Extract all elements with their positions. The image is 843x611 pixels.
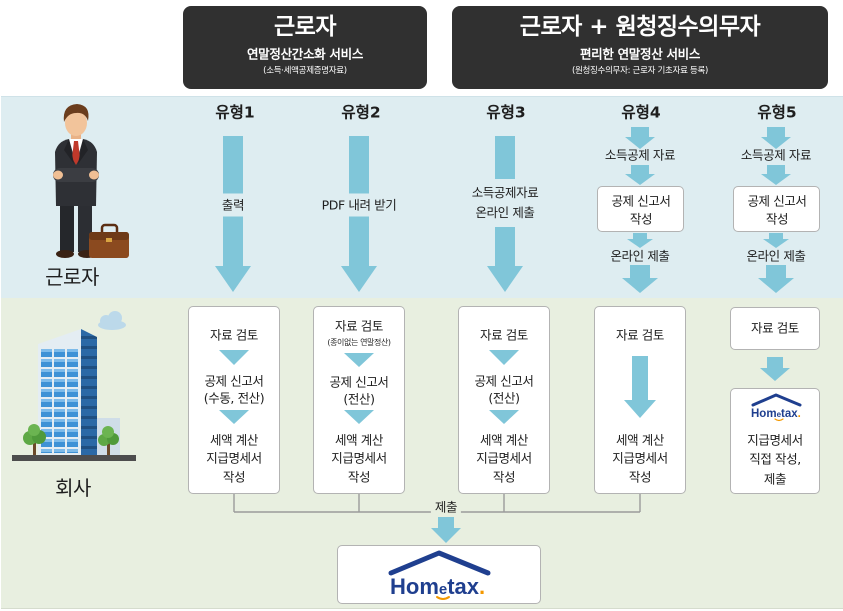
deduction-form-method: (전산) <box>488 391 519 406</box>
review-note: (종이없는 연말정산) <box>327 338 390 348</box>
review-step: 자료 검토 <box>751 321 799 336</box>
worker-form-line: 작성 <box>630 212 652 227</box>
hometax-destination-box <box>337 545 541 604</box>
company-review-box-type5: 자료 검토 <box>730 307 820 350</box>
deduction-form-step: 공제 신고서 <box>329 375 388 390</box>
worker-step-type1: 출력 <box>219 194 247 217</box>
result-line: 직접 작성, <box>749 452 801 467</box>
worker-submit-type5: 온라인 제출 <box>746 249 805 264</box>
result-line: 작성 <box>348 470 370 485</box>
type-label-4: 유형4 <box>621 104 660 123</box>
header-worker-agent-box: 근로자 + 원청징수의무자 편리한 연말정산 서비스 (원청징수의무자: 근로자… <box>452 6 828 89</box>
worker-form-box-type5: 공제 신고서 작성 <box>733 186 820 232</box>
header-worker-title: 근로자 <box>274 14 336 42</box>
review-step: 자료 검토 <box>210 328 258 343</box>
worker-step-line: 온라인 제출 <box>472 203 539 223</box>
result-line: 제출 <box>764 472 786 487</box>
review-step: 자료 검토 <box>616 328 664 343</box>
company-box-type1: 자료 검토 공제 신고서 (수동, 전산) 세액 계산 지급명세서 작성 <box>188 306 280 494</box>
worker-form-box-type4: 공제 신고서 작성 <box>597 186 684 232</box>
result-line: 지급명세서 <box>612 451 668 466</box>
result-line: 세액 계산 <box>616 433 664 448</box>
worker-form-line: 작성 <box>766 212 788 227</box>
deduction-form-step: 공제 신고서 <box>204 374 263 389</box>
header-worker-box: 근로자 연말정산간소화 서비스 (소득·세액공제증명자료) <box>183 6 427 89</box>
review-step: 자료 검토 <box>335 319 383 334</box>
type-label-5: 유형5 <box>757 104 796 123</box>
result-line: 지급명세서 <box>476 451 532 466</box>
result-line: 지급명세서 <box>747 433 803 448</box>
deduction-form-method: (수동, 전산) <box>204 391 265 406</box>
worker-step-line: 소득공제자료 <box>472 183 539 203</box>
type-label-1: 유형1 <box>215 104 254 123</box>
company-hometax-box-type5: 지급명세서 직접 작성, 제출 <box>730 388 820 494</box>
worker-form-line: 공제 신고서 <box>747 194 806 209</box>
header-worker-note: (소득·세액공제증명자료) <box>263 66 347 76</box>
review-step: 자료 검토 <box>480 328 528 343</box>
result-line: 지급명세서 <box>331 451 387 466</box>
result-line: 지급명세서 <box>206 451 262 466</box>
company-box-type4: 자료 검토 세액 계산 지급명세서 작성 <box>594 306 686 494</box>
deduction-form-method: (전산) <box>343 392 374 407</box>
header-worker-agent-note: (원청징수의무자: 근로자 기초자료 등록) <box>572 66 708 76</box>
result-line: 세액 계산 <box>335 433 383 448</box>
worker-submit-type4: 온라인 제출 <box>610 249 669 264</box>
header-worker-subtitle: 연말정산간소화 서비스 <box>247 47 363 62</box>
result-line: 작성 <box>629 470 651 485</box>
worker-form-line: 공제 신고서 <box>611 194 670 209</box>
type-label-3: 유형3 <box>486 104 525 123</box>
worker-step-type3: 소득공제자료 온라인 제출 <box>469 179 542 227</box>
result-line: 세액 계산 <box>210 433 258 448</box>
header-worker-agent-subtitle: 편리한 연말정산 서비스 <box>580 47 700 62</box>
result-line: 작성 <box>223 470 245 485</box>
company-box-type2: 자료 검토 (종이없는 연말정산) 공제 신고서 (전산) 세액 계산 지급명세… <box>313 306 405 494</box>
worker-source-type5: 소득공제 자료 <box>741 148 811 163</box>
result-line: 세액 계산 <box>480 433 528 448</box>
header-worker-agent-title: 근로자 + 원청징수의무자 <box>520 14 760 42</box>
result-line: 작성 <box>493 470 515 485</box>
worker-step-type2: PDF 내려 받기 <box>319 194 400 217</box>
worker-band <box>1 96 843 298</box>
submission-label: 제출 <box>431 499 461 516</box>
row-label-company: 회사 <box>55 476 91 500</box>
type-label-2: 유형2 <box>341 104 380 123</box>
worker-source-type4: 소득공제 자료 <box>605 148 675 163</box>
deduction-form-step: 공제 신고서 <box>474 374 533 389</box>
company-box-type3: 자료 검토 공제 신고서 (전산) 세액 계산 지급명세서 작성 <box>458 306 550 494</box>
row-label-worker: 근로자 <box>45 265 99 289</box>
